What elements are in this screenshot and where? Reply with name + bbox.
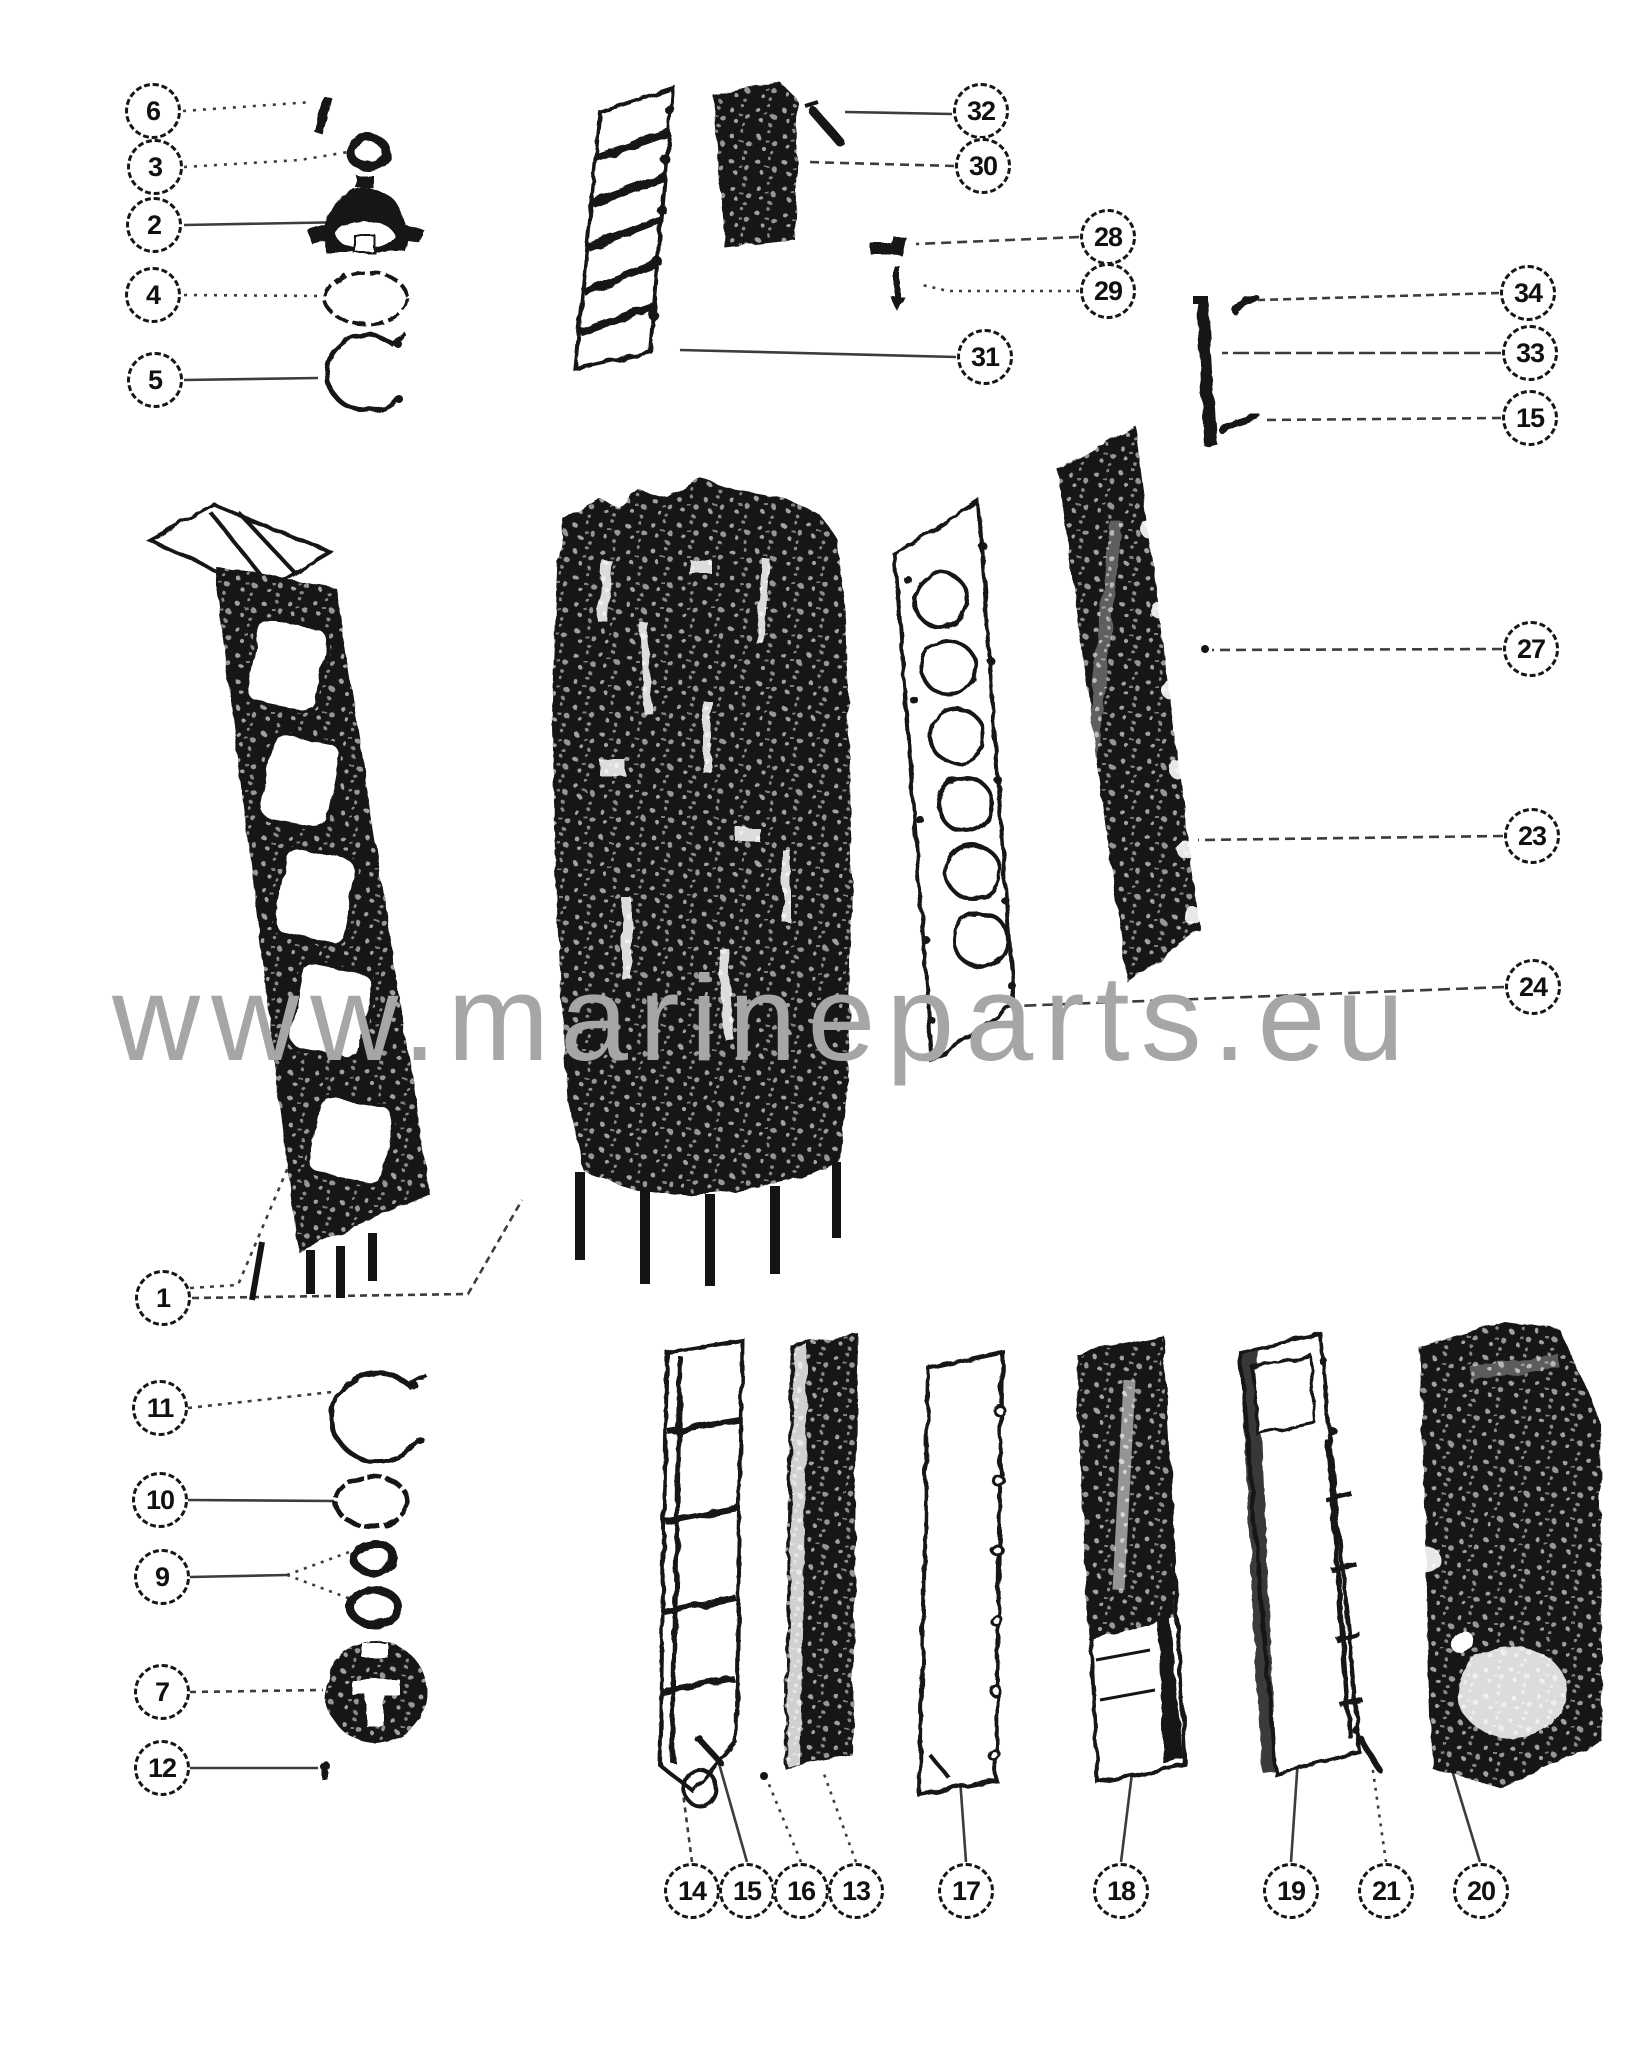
o-ring-9a <box>350 1539 398 1577</box>
divider-plate-14 <box>657 1337 745 1808</box>
leader-line <box>286 1573 349 1600</box>
screw-21 <box>1357 1736 1383 1773</box>
leader-line <box>1289 1757 1300 1863</box>
exhaust-port-outer-cover-20 <box>1415 1322 1602 1788</box>
exhaust-port-cover-18 <box>1075 1335 1188 1785</box>
leader-line <box>1450 1769 1482 1863</box>
leader-line <box>915 235 1080 246</box>
leader-line <box>183 376 319 382</box>
leader-line <box>958 1777 968 1863</box>
crankcase-cover-half <box>145 502 430 1301</box>
o-ring-9b <box>346 1586 402 1628</box>
leader-line <box>917 282 1079 293</box>
leader-line <box>1197 834 1504 842</box>
cylinder-block <box>552 478 852 1286</box>
exhaust-divider-19 <box>1237 1331 1364 1777</box>
leader-line <box>1211 647 1503 652</box>
o-ring-10 <box>333 1474 411 1530</box>
leader-line <box>286 1549 353 1577</box>
watermark: www.marineparts.eu <box>112 950 1416 1086</box>
leader-line <box>187 1390 333 1410</box>
baffle-plate-31 <box>572 85 676 371</box>
screw-27 <box>1201 645 1209 653</box>
leader-line <box>1370 1763 1388 1863</box>
leader-line <box>1261 416 1502 422</box>
leader-line <box>187 1498 335 1503</box>
dowel-pin-6 <box>314 96 333 135</box>
reed-plate-30 <box>713 82 798 248</box>
leader-line <box>182 100 313 113</box>
fastener-16 <box>760 1772 768 1780</box>
leader-line <box>183 220 353 227</box>
leader-line <box>679 348 957 359</box>
leader-lines <box>182 100 1505 1863</box>
fitting-28 <box>870 234 907 257</box>
leader-line <box>1257 291 1500 302</box>
seal-ring-5 <box>324 332 407 414</box>
dowel-pin-12 <box>320 1761 330 1780</box>
oil-seal-3 <box>345 133 391 171</box>
lower-main-bearing-7 <box>325 1641 427 1743</box>
leader-line <box>189 1157 294 1290</box>
leader-line <box>1015 985 1505 1008</box>
upper-main-bearing-2 <box>308 175 424 254</box>
leader-line <box>1119 1764 1135 1863</box>
cylinder-head <box>1058 425 1209 982</box>
screw-15-bottom <box>694 1734 725 1767</box>
leader-line <box>189 1573 288 1579</box>
check-valve-29 <box>890 266 904 311</box>
leader-line <box>822 1773 858 1863</box>
screw-15-right <box>1218 413 1262 434</box>
screw-34 <box>1230 294 1260 313</box>
cylinder-head-gasket <box>892 498 1017 1064</box>
strap-33 <box>1193 296 1216 446</box>
leader-line <box>183 293 325 298</box>
seal-ring-11 <box>329 1370 427 1464</box>
leader-line <box>189 1688 324 1694</box>
screw-32 <box>804 100 845 147</box>
gasket-17 <box>917 1349 1006 1798</box>
baffle-plate-13 <box>784 1333 858 1768</box>
leader-line <box>766 1781 803 1863</box>
leader-line <box>183 150 349 169</box>
leader-line <box>844 110 953 116</box>
leader-line <box>805 160 955 168</box>
o-ring-4 <box>323 270 409 326</box>
leader-line <box>716 1759 749 1863</box>
leader-line <box>191 1199 524 1300</box>
